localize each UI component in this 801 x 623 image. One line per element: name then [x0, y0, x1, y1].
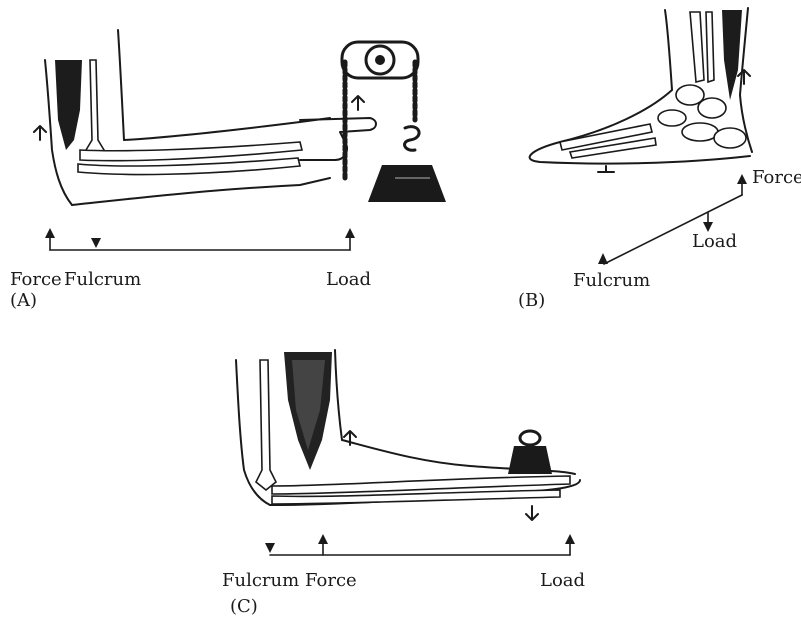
panel-a-load-arrow — [345, 228, 355, 250]
panel-a-fulcrum-marker — [91, 238, 101, 248]
panel-a-force-arrow — [45, 228, 55, 250]
panel-b-fulcrum-marker — [598, 253, 608, 264]
panel-a: Force Fulcrum Load (A) — [10, 30, 446, 311]
panel-c-force-label: Force — [305, 570, 357, 591]
panel-b-letter: (B) — [518, 290, 545, 311]
panel-a-arm-illustration — [34, 30, 446, 205]
panel-c-fulcrum-marker — [265, 543, 275, 553]
panel-c-letter: (C) — [230, 596, 258, 617]
panel-a-load-label: Load — [326, 269, 371, 290]
panel-b-load-arrow — [703, 212, 713, 232]
panel-b-force-arrow — [737, 174, 747, 195]
panel-c-fulcrum-label: Fulcrum — [222, 570, 299, 591]
panel-a-letter: (A) — [10, 290, 37, 311]
panel-c-lever — [265, 534, 575, 555]
panel-a-force-label: Force — [10, 269, 62, 290]
panel-c-force-arrow — [318, 534, 328, 555]
panel-c: Fulcrum Force Load (C) — [222, 350, 585, 617]
panel-a-fulcrum-label: Fulcrum — [64, 269, 141, 290]
panel-b-load-label: Load — [692, 231, 737, 252]
panel-b: Force Load Fulcrum (B) — [518, 8, 801, 311]
panel-b-lever-bar — [604, 195, 742, 264]
panel-a-lever — [45, 228, 355, 250]
panel-b-fulcrum-label: Fulcrum — [573, 270, 650, 291]
panel-c-load-label: Load — [540, 570, 585, 591]
panel-c-load-arrow — [565, 534, 575, 555]
panel-b-force-label: Force — [752, 167, 801, 188]
panel-b-foot-illustration — [530, 8, 752, 172]
panel-c-arm-illustration — [236, 350, 580, 520]
